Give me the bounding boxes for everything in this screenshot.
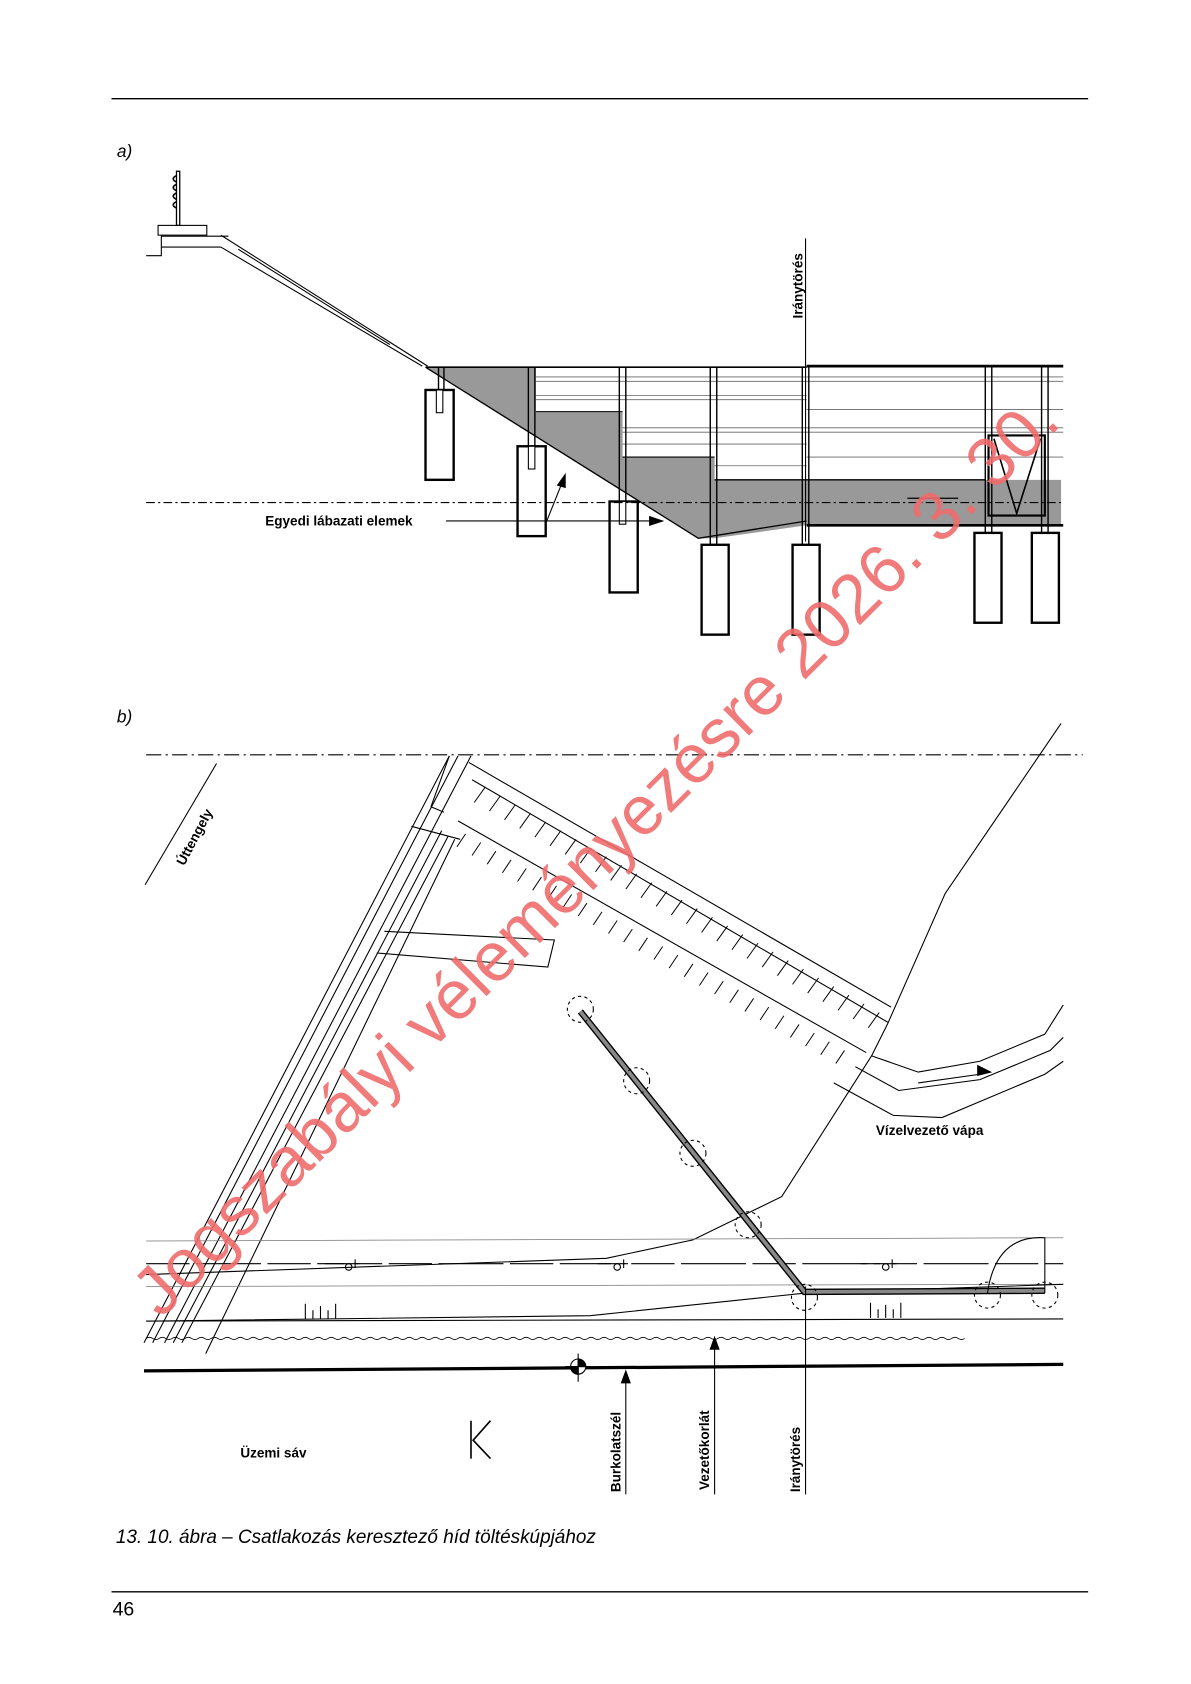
panel-b-label: b) (117, 706, 132, 726)
hatching (456, 787, 880, 1064)
service-lane-label: Üzemi sáv (240, 1446, 307, 1461)
pavement-edge-label: Burkolatszél (608, 1412, 623, 1492)
guardrail-label: Vezetőkorlát (697, 1410, 712, 1490)
drainage-ditch-label: Vízelvezető vápa (876, 1123, 984, 1138)
panel-a-drawing (146, 170, 1064, 636)
road-axis-label: Úttengely (173, 806, 215, 868)
panel-b-direction-break-label: Iránytörés (788, 1427, 803, 1492)
panel-a-label: a) (117, 141, 132, 161)
panel-b-drawing (143, 723, 1083, 1495)
figure-caption: 13. 10. ábra – Csatlakozás keresztező hí… (116, 1527, 597, 1548)
panel-a-direction-break-label: Iránytörés (790, 253, 805, 318)
watermark: Jogszabályi véleményezésre 2026. 3. 30. (116, 379, 1073, 1330)
footing-elements-label: Egyedi lábazati elemek (265, 513, 413, 528)
page-number: 46 (113, 1599, 135, 1621)
